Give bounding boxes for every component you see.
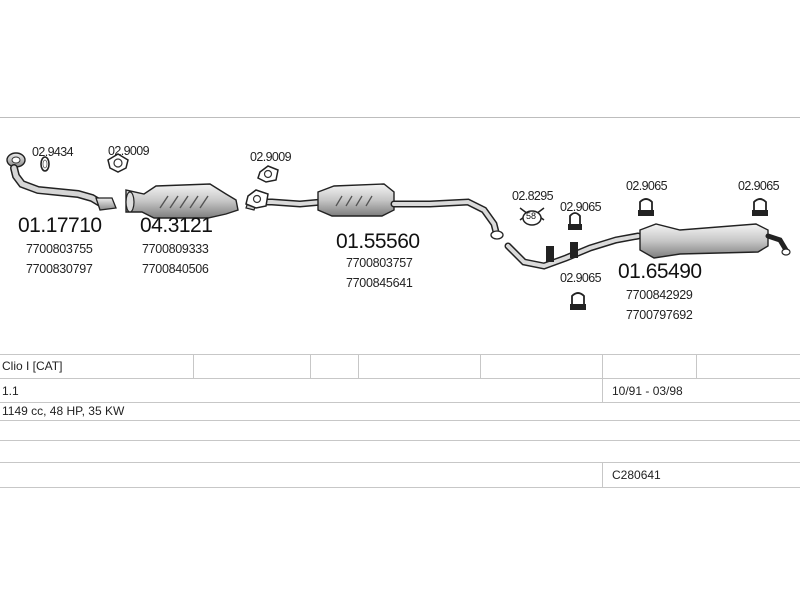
flange-gasket-icon bbox=[245, 189, 269, 209]
hanger-code-a: 02.9065 bbox=[560, 200, 602, 214]
oem-p4-a: 7700842929 bbox=[626, 288, 693, 302]
ring-code: 02.8295 bbox=[512, 189, 554, 203]
engine-row: 1.1 10/91 - 03/98 bbox=[0, 378, 800, 403]
hanger-code-b: 02.9065 bbox=[626, 179, 668, 193]
oem-p3-a: 7700803757 bbox=[346, 256, 413, 270]
part-code-p1: 01.17710 bbox=[18, 214, 102, 237]
oem-p4-b: 7700797692 bbox=[626, 308, 693, 322]
gasket-ring-icon bbox=[40, 156, 50, 172]
ring-58-icon bbox=[519, 207, 545, 226]
hanger-code-c: 02.9065 bbox=[738, 179, 780, 193]
rubber-hanger-icon bbox=[638, 198, 654, 216]
hanger-code-d: 02.9065 bbox=[560, 271, 602, 285]
engine-spec: 1149 cc, 48 HP, 35 KW bbox=[2, 404, 125, 418]
clamp-code-p1: 02.9434 bbox=[32, 145, 74, 159]
catalog-number: C280641 bbox=[612, 468, 661, 482]
clamp-code-p3: 02.9009 bbox=[250, 150, 292, 164]
rear-silencer[interactable] bbox=[504, 223, 791, 270]
catalytic-converter[interactable] bbox=[125, 183, 239, 219]
oem-p1-a: 7700803755 bbox=[26, 242, 93, 256]
part-code-p4: 01.65490 bbox=[618, 260, 702, 283]
clamp-code-p2: 02.9009 bbox=[108, 144, 150, 158]
front-pipe[interactable] bbox=[6, 152, 117, 211]
oem-p2-a: 7700809333 bbox=[142, 242, 209, 256]
exhaust-drawing bbox=[6, 152, 791, 310]
spec-row: 1149 cc, 48 HP, 35 KW bbox=[0, 402, 800, 421]
rubber-hanger-icon bbox=[752, 198, 768, 216]
rubber-hanger-icon bbox=[570, 292, 586, 310]
exhaust-system-diagram: 02.9434 02.9009 02.9009 02.8295 58 02.90… bbox=[0, 118, 800, 354]
model-name: Clio I [CAT] bbox=[2, 359, 63, 373]
oem-p1-b: 7700830797 bbox=[26, 262, 93, 276]
oem-p2-b: 7700840506 bbox=[142, 262, 209, 276]
flange-gasket-icon bbox=[107, 153, 129, 173]
rubber-hanger-icon bbox=[568, 212, 582, 230]
part-code-p3: 01.55560 bbox=[336, 230, 420, 253]
blank-row bbox=[0, 440, 800, 463]
ring-badge-label: 58 bbox=[526, 211, 537, 221]
production-years: 10/91 - 03/98 bbox=[612, 384, 683, 398]
model-row: Clio I [CAT] bbox=[0, 354, 800, 379]
frame-top-border bbox=[0, 117, 800, 118]
flange-gasket-icon bbox=[257, 165, 279, 183]
engine-size: 1.1 bbox=[2, 384, 19, 398]
catalog-row: C280641 bbox=[0, 462, 800, 488]
blank-row bbox=[0, 420, 800, 441]
part-code-p2: 04.3121 bbox=[140, 214, 213, 237]
oem-p3-b: 7700845641 bbox=[346, 276, 413, 290]
